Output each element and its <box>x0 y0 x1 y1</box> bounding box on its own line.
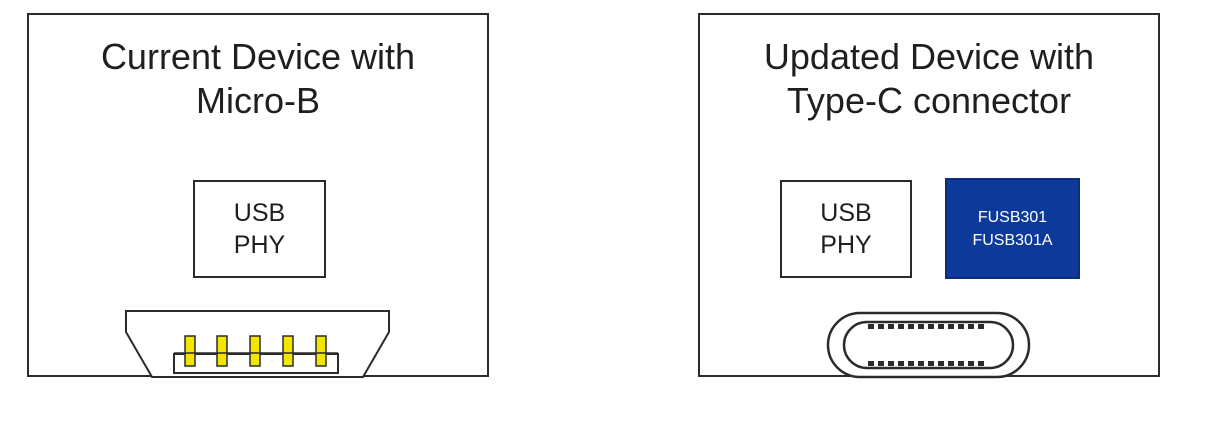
type-c-connector-icon <box>826 311 1031 379</box>
usb-phy-label-line1: USB <box>820 199 872 227</box>
type-c-contact <box>958 361 964 366</box>
type-c-contact <box>868 324 874 329</box>
micro-b-connector-icon <box>125 310 390 378</box>
fusb301-label: FUSB301 <box>977 208 1048 226</box>
type-c-contact <box>968 324 974 329</box>
usb-phy-label-line2: PHY <box>820 231 872 259</box>
current-device-title: Current Device with Micro-B <box>29 35 487 123</box>
updated-device-title: Updated Device with Type-C connector <box>700 35 1158 123</box>
type-c-contact <box>938 324 944 329</box>
type-c-contact <box>888 361 894 366</box>
usb-phy-chip: USB PHY <box>193 180 326 278</box>
updated-device-title-line2: Type-C connector <box>786 80 1072 121</box>
current-device-title-line2: Micro-B <box>196 80 320 121</box>
type-c-contact <box>968 361 974 366</box>
type-c-contact <box>878 361 884 366</box>
type-c-contact <box>898 361 904 366</box>
current-device-panel: Current Device with Micro-B USB PHY <box>27 13 489 378</box>
type-c-contact <box>868 361 874 366</box>
type-c-contact <box>878 324 884 329</box>
updated-device-title-line1: Updated Device with <box>763 36 1095 77</box>
usb-phy-chip: USB PHY <box>780 180 912 278</box>
type-c-contact <box>888 324 894 329</box>
type-c-contact <box>948 361 954 366</box>
type-c-contact <box>898 324 904 329</box>
type-c-contact <box>928 361 934 366</box>
updated-device-panel: Updated Device with Type-C connector USB… <box>698 13 1160 379</box>
micro-b-pins <box>184 335 327 367</box>
type-c-contact <box>908 324 914 329</box>
type-c-contact <box>978 361 984 366</box>
type-c-contact <box>948 324 954 329</box>
type-c-contact <box>908 361 914 366</box>
type-c-contact <box>978 324 984 329</box>
usb-phy-label-line1: USB <box>233 199 286 227</box>
type-c-contact <box>918 361 924 366</box>
usb-phy-label-line2: PHY <box>233 231 286 259</box>
fusb301a-label: FUSB301A <box>972 231 1053 249</box>
type-c-contact <box>958 324 964 329</box>
type-c-contacts-bottom <box>868 361 984 366</box>
type-c-contact <box>918 324 924 329</box>
current-device-title-line1: Current Device with <box>100 36 416 77</box>
type-c-contact <box>938 361 944 366</box>
fusb301-controller-chip: FUSB301 FUSB301A <box>945 178 1080 279</box>
type-c-contacts-top <box>868 324 984 329</box>
type-c-contact <box>928 324 934 329</box>
